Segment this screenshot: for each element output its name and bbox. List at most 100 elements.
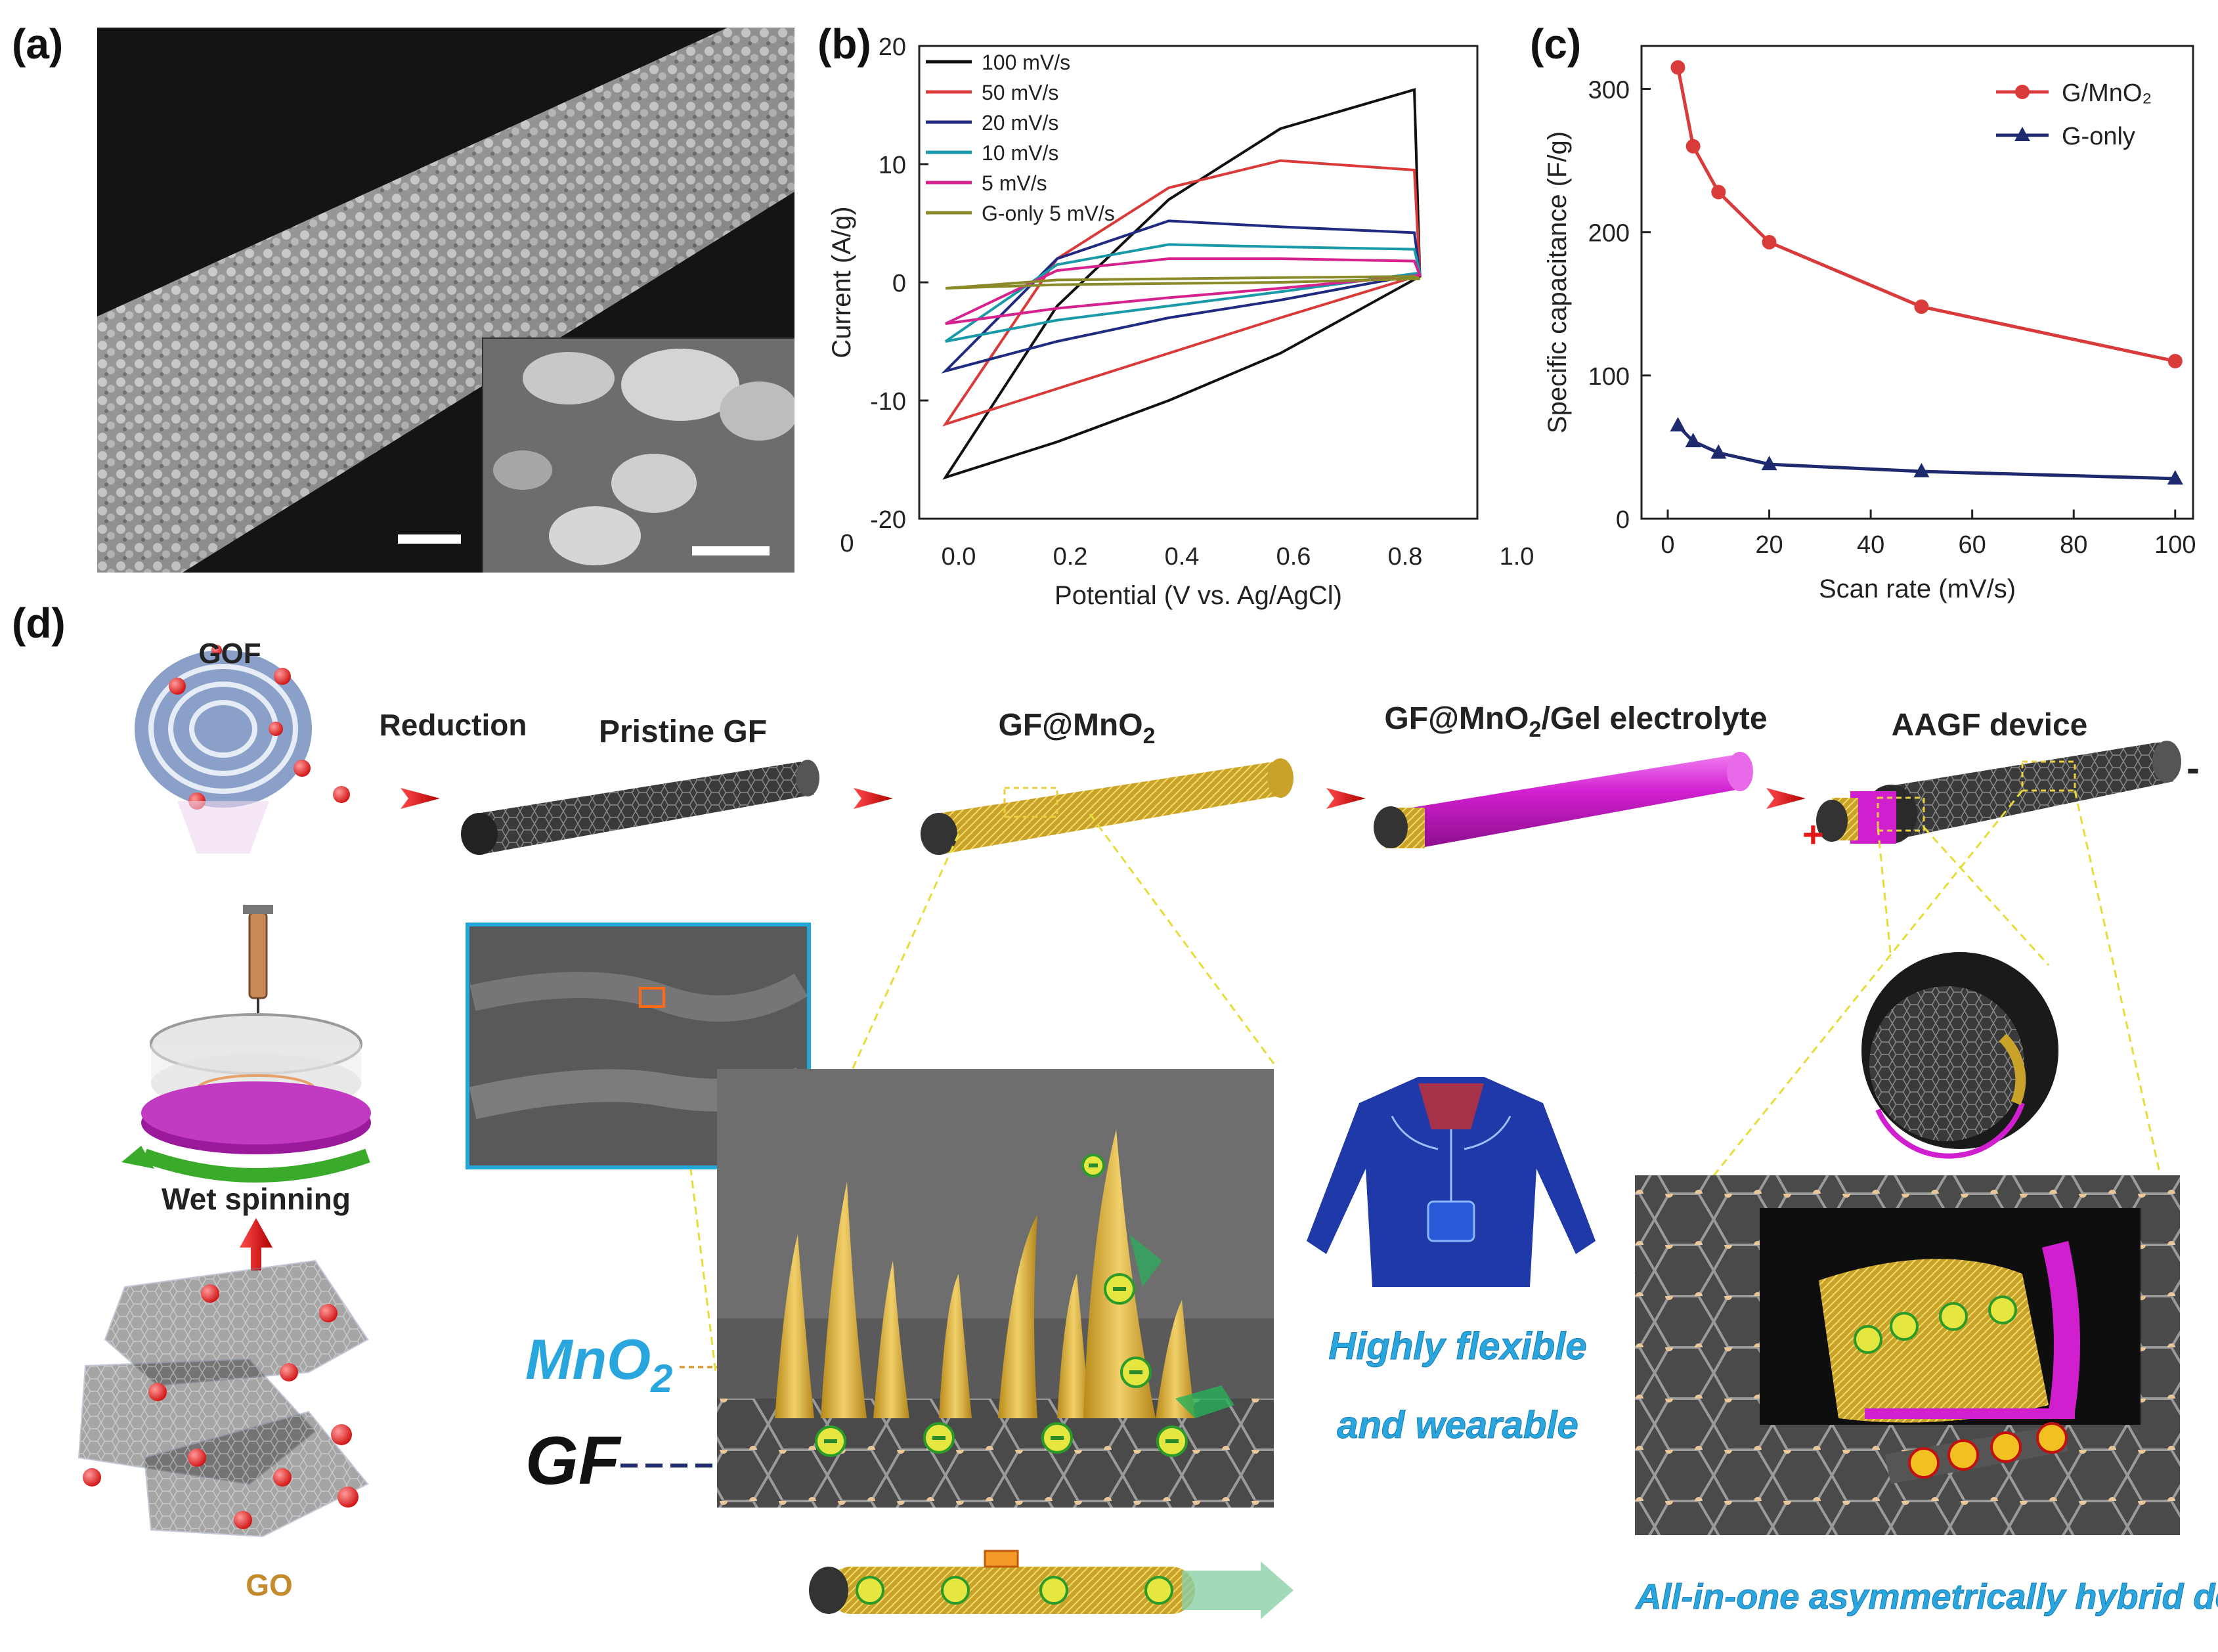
panel-label-c: (c) bbox=[1530, 20, 1582, 68]
legend-label: G-only 5 mV/s bbox=[982, 202, 1115, 225]
aagf-cutaway bbox=[1635, 1175, 2180, 1535]
y-tick-label: 100 bbox=[1588, 363, 1630, 391]
schematic-diagram: GOF Wet spinning GO Reduction bbox=[77, 638, 2218, 1619]
flexible-label-line1: Highly flexible bbox=[1328, 1325, 1586, 1368]
panel-label-d: (d) bbox=[12, 599, 66, 647]
wet-spinning-apparatus bbox=[121, 905, 371, 1183]
gof-label: GOF bbox=[198, 638, 261, 670]
series-line bbox=[1676, 67, 2176, 363]
inset-scale-bar bbox=[692, 546, 770, 555]
x-tick-label: 0 bbox=[1661, 531, 1674, 559]
positive-sign: + bbox=[1802, 814, 1824, 855]
sem-inset-graphic bbox=[483, 339, 794, 573]
x-tick-label: 0.4 bbox=[1165, 543, 1200, 571]
fiber-cross-section bbox=[1861, 952, 2058, 1159]
x-tick-label: 60 bbox=[1959, 531, 1986, 559]
legend-label: 10 mV/s bbox=[982, 141, 1058, 165]
cv-curve bbox=[944, 243, 1422, 343]
data-point bbox=[1685, 433, 1701, 448]
arrow-icon-3 bbox=[1326, 788, 1366, 809]
y-tick-label: 200 bbox=[1588, 220, 1630, 248]
data-point bbox=[1670, 60, 1685, 75]
gf-label: GF bbox=[525, 1423, 622, 1499]
negative-sign: - bbox=[2186, 746, 2200, 790]
data-point bbox=[1914, 299, 1929, 315]
legend-label: 50 mV/s bbox=[982, 81, 1058, 104]
x-tick-label: 0.6 bbox=[1276, 543, 1311, 571]
sem-image-fiber bbox=[97, 28, 794, 573]
y-tick-label: 20 bbox=[879, 33, 906, 61]
y-tick-label: -20 bbox=[870, 506, 906, 534]
legend-label: 100 mV/s bbox=[982, 51, 1070, 74]
mno2-nanostructure-closeup bbox=[717, 1069, 1274, 1508]
wearable-suit-graphic bbox=[1307, 1077, 1596, 1287]
data-point bbox=[2167, 354, 2183, 368]
sem-mno2-image bbox=[466, 923, 811, 1169]
y-tick-label: 0 bbox=[1616, 506, 1630, 534]
data-point bbox=[1670, 417, 1686, 432]
flexible-label-line2: and wearable bbox=[1337, 1404, 1578, 1446]
data-point bbox=[1711, 185, 1726, 200]
wet-spinning-label: Wet spinning bbox=[162, 1182, 351, 1216]
x-origin-label: 0 bbox=[840, 530, 854, 557]
legend-marker bbox=[2015, 85, 2030, 99]
y-tick-label: 300 bbox=[1588, 76, 1630, 104]
gf-mno2-label: GF@MnO2 bbox=[998, 708, 1155, 749]
y-tick-label: 0 bbox=[892, 270, 906, 297]
x-tick-label: 80 bbox=[2060, 531, 2087, 559]
y-axis-label: Current (A/g) bbox=[827, 206, 856, 358]
gel-fiber bbox=[1374, 752, 1753, 848]
sem-inset bbox=[482, 337, 794, 573]
upward-arrow-icon bbox=[240, 1218, 272, 1271]
scale-bar bbox=[398, 534, 461, 544]
panel-label-a: (a) bbox=[12, 20, 64, 68]
x-tick-label: 1.0 bbox=[1500, 543, 1534, 571]
y-tick-label: 10 bbox=[879, 152, 906, 179]
cv-curve bbox=[941, 219, 1422, 374]
gel-electrolyte-label: GF@MnO2/Gel electrolyte bbox=[1384, 701, 1767, 742]
data-point bbox=[1710, 444, 1727, 459]
data-point bbox=[1685, 139, 1701, 154]
data-point bbox=[2167, 469, 2183, 485]
go-label: GO bbox=[246, 1568, 293, 1602]
arrow-icon-1 bbox=[401, 788, 440, 809]
arrow-icon-2 bbox=[854, 788, 893, 809]
legend-label: G-only bbox=[2062, 123, 2135, 150]
pristine-gf-fiber bbox=[461, 760, 819, 855]
legend-label: 5 mV/s bbox=[982, 171, 1047, 195]
gof-spiral-graphic bbox=[135, 645, 350, 854]
plot-frame bbox=[1640, 45, 2194, 520]
go-sheets-graphic bbox=[77, 1259, 369, 1538]
cv-curve bbox=[945, 257, 1422, 325]
y-axis-label: Specific capacitance (F/g) bbox=[1543, 131, 1572, 433]
cv-curve bbox=[945, 274, 1421, 290]
x-axis-label: Potential (V vs. Ag/AgCl) bbox=[1055, 581, 1342, 610]
x-tick-label: 0.8 bbox=[1388, 543, 1423, 571]
all-in-one-label: All-in-one asymmetrically hybrid device bbox=[1634, 1577, 2218, 1617]
cv-curve bbox=[942, 87, 1422, 480]
legend-marker bbox=[2014, 127, 2030, 141]
legend-label: 20 mV/s bbox=[982, 111, 1058, 135]
aagf-fiber bbox=[1816, 741, 2181, 844]
panel-label-b: (b) bbox=[817, 20, 871, 68]
data-point bbox=[1913, 463, 1930, 477]
pristine-gf-label: Pristine GF bbox=[599, 714, 767, 749]
reduction-label: Reduction bbox=[380, 708, 527, 742]
legend-label: G/MnO₂ bbox=[2062, 79, 2152, 107]
gf-mno2-fiber bbox=[921, 758, 1294, 855]
x-tick-label: 0.0 bbox=[942, 543, 976, 571]
sem-fiber-graphic bbox=[97, 28, 794, 573]
bottom-fiber bbox=[809, 1550, 1294, 1619]
arrow-icon-4 bbox=[1766, 788, 1806, 809]
x-axis-label: Scan rate (mV/s) bbox=[1819, 575, 2016, 603]
cv-curve bbox=[942, 159, 1422, 427]
x-tick-label: 100 bbox=[2154, 531, 2196, 559]
data-point bbox=[1762, 234, 1777, 250]
y-tick-label: -10 bbox=[870, 388, 906, 416]
series-line bbox=[1676, 424, 2175, 481]
data-point bbox=[1761, 456, 1777, 471]
mno2-label: MnO2 bbox=[525, 1328, 672, 1401]
x-tick-label: 40 bbox=[1857, 531, 1884, 559]
